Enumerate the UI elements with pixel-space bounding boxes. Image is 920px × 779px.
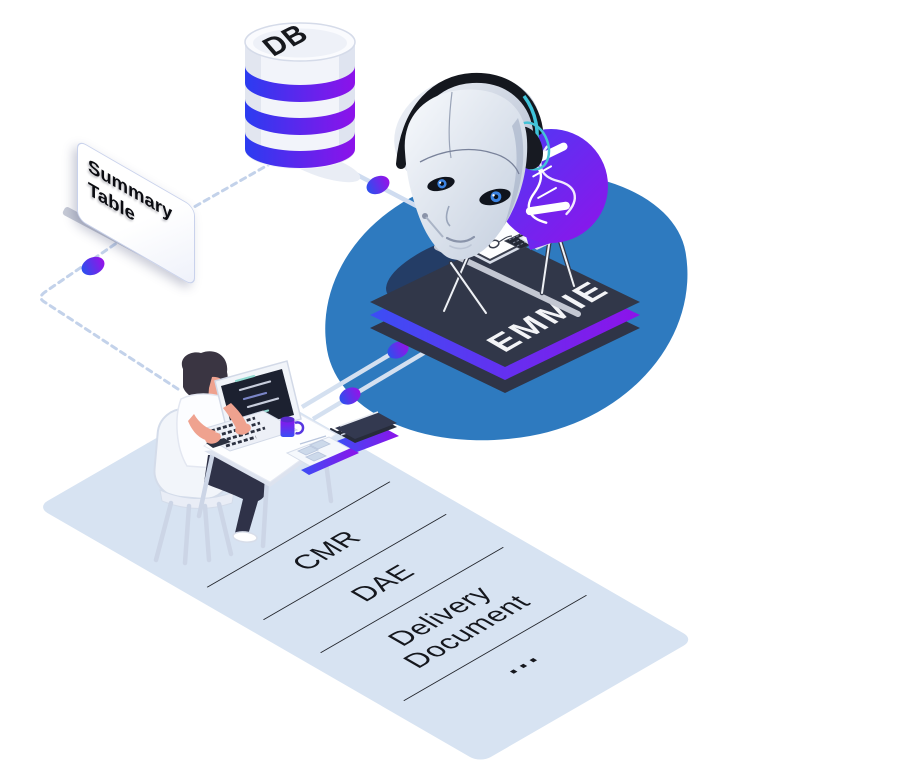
summary-table-sign: Summary Table: [77, 139, 195, 288]
blue-blob-background: [301, 141, 713, 469]
document-list: CMR DAE Delivery Document ...: [206, 481, 638, 731]
data-flow-dot: [366, 175, 390, 195]
data-flow-dot: [81, 256, 105, 276]
database-icon: DB: [244, 19, 361, 183]
database-label: DB: [256, 19, 315, 63]
document-plane: CMR DAE Delivery Document ...: [37, 383, 695, 763]
person-hair: [181, 351, 228, 400]
connector-db-to-sign: [192, 155, 284, 209]
headphone-icon: [396, 72, 543, 169]
